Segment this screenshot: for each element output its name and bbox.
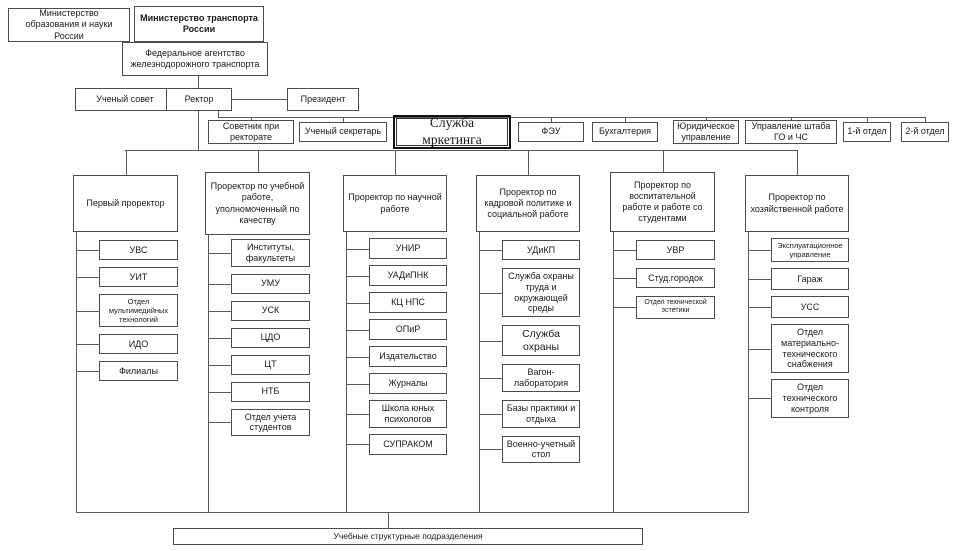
org-node: ИДО <box>77 334 178 354</box>
column-academic-prorector: Проректор по учебной работе, уполномочен… <box>205 172 310 513</box>
org-node: Отдел технического контроля <box>749 379 849 418</box>
connector-line <box>797 150 798 175</box>
connector-line <box>218 111 219 117</box>
connector-line <box>791 117 792 122</box>
org-node: УАДиПНК <box>347 265 447 286</box>
org-node: ОПиР <box>347 319 447 340</box>
org-node-ministry-transport: Министерство транспорта России <box>134 6 264 42</box>
org-node-column-header: Проректор по кадровой политике и социаль… <box>476 175 580 232</box>
org-node: УСС <box>749 296 849 318</box>
org-node: УМУ <box>209 273 310 294</box>
org-node-ministry-education: Министерство образования и науки России <box>8 8 130 42</box>
org-node: Журналы <box>347 373 447 394</box>
connector-spine <box>613 232 614 513</box>
org-node: УДиКП <box>480 240 580 260</box>
column-student-affairs-prorector: Проректор по воспитательной работе и раб… <box>610 172 715 513</box>
connector-line <box>551 117 552 122</box>
org-node: СУПРАКОМ <box>347 433 447 455</box>
column-children: УДиКП Служба охраны труда и окружающей ср… <box>480 240 580 464</box>
org-node-staff: Управление штаба ГО и ЧС <box>745 120 837 144</box>
org-node-prezident: Президент <box>287 88 359 111</box>
org-node-staff: Советник при ректорате <box>208 120 294 144</box>
org-node: Эксплуатационное управление <box>749 238 849 262</box>
org-node-staff: Ученый секретарь <box>299 122 387 142</box>
org-node: Отдел технической эстетики <box>614 296 715 319</box>
org-node: Филиалы <box>77 361 178 381</box>
org-node: Отдел учета студентов <box>209 408 310 437</box>
org-node: Гараж <box>749 268 849 290</box>
connector-line <box>218 117 926 118</box>
org-node-rektor: Ректор <box>166 88 232 111</box>
org-node: УНИР <box>347 238 447 259</box>
column-first-prorector: Первый проректор УВС УИТ Отдел мультимедий… <box>73 175 178 513</box>
connector-line <box>925 117 926 122</box>
connector-spine <box>76 232 77 513</box>
org-node: УВР <box>614 240 715 260</box>
org-node-staff: 1-й отдел <box>843 122 891 142</box>
connector-line <box>198 111 199 150</box>
connector-line <box>198 76 199 88</box>
org-node: Военно-учетный стол <box>480 435 580 464</box>
connector-line <box>867 117 868 122</box>
connector-spine <box>346 232 347 513</box>
org-node-staff: ФЭУ <box>518 122 584 142</box>
org-node-staff: Бухгалтерия <box>592 122 658 142</box>
connector-line <box>258 150 259 172</box>
org-node: Отдел материально-технического снабжения <box>749 324 849 374</box>
org-node: Вагон-лаборатория <box>480 364 580 392</box>
org-node: Отдел мультимедийных технологий <box>77 294 178 327</box>
org-node: УИТ <box>77 267 178 287</box>
org-node-column-header: Проректор по учебной работе, уполномочен… <box>205 172 310 235</box>
org-node: УСК <box>209 300 310 321</box>
org-node: Институты, факультеты <box>209 239 310 267</box>
connector-line <box>388 512 389 528</box>
org-node: Издательство <box>347 346 447 367</box>
org-node: Школа юных психологов <box>347 400 447 428</box>
connector-line <box>126 150 127 175</box>
org-node: Студ.городок <box>614 268 715 288</box>
org-node-staff: 2-й отдел <box>901 122 949 142</box>
connector-line <box>232 99 287 100</box>
org-node-uchebnye-podrazdeleniya: Учебные структурные подразделения <box>173 528 643 545</box>
org-node: НТБ <box>209 381 310 402</box>
org-node-uchenyi-sovet: Ученый совет <box>75 88 175 111</box>
org-node-federal-agency: Федеральное агентство железнодорожного т… <box>122 42 268 76</box>
org-node: УВС <box>77 240 178 260</box>
connector-line <box>125 150 798 151</box>
org-node-column-header: Проректор по хозяйственной работе <box>745 175 849 232</box>
org-node: ЦДО <box>209 327 310 348</box>
org-node: КЦ НПС <box>347 292 447 313</box>
connector-line <box>77 512 749 513</box>
org-node: ЦТ <box>209 354 310 375</box>
connector-line <box>625 117 626 122</box>
org-node-staff: Юридическое управление <box>673 120 739 144</box>
column-science-prorector: Проректор по научной работе УНИР УАДиПНК К… <box>343 175 447 513</box>
connector-line <box>343 117 344 122</box>
connector-line <box>251 117 252 122</box>
connector-spine <box>479 232 480 513</box>
org-node-column-header: Проректор по воспитательной работе и раб… <box>610 172 715 232</box>
connector-spine <box>748 232 749 513</box>
org-node: Служба охраны <box>480 325 580 357</box>
org-node-marketing-service: Служба мркетинга <box>393 115 511 149</box>
org-node: Базы практики и отдыха <box>480 399 580 428</box>
column-facilities-prorector: Проректор по хозяйственной работе Эксплу… <box>745 175 849 513</box>
org-node-column-header: Проректор по научной работе <box>343 175 447 232</box>
connector-line <box>706 117 707 122</box>
connector-line <box>395 150 396 175</box>
column-hr-social-prorector: Проректор по кадровой политике и социаль… <box>476 175 580 513</box>
connector-line <box>528 150 529 175</box>
connector-line <box>663 150 664 172</box>
org-node: Служба охраны труда и окружающей среды <box>480 268 580 318</box>
connector-spine <box>208 235 209 513</box>
org-node-column-header: Первый проректор <box>73 175 178 232</box>
